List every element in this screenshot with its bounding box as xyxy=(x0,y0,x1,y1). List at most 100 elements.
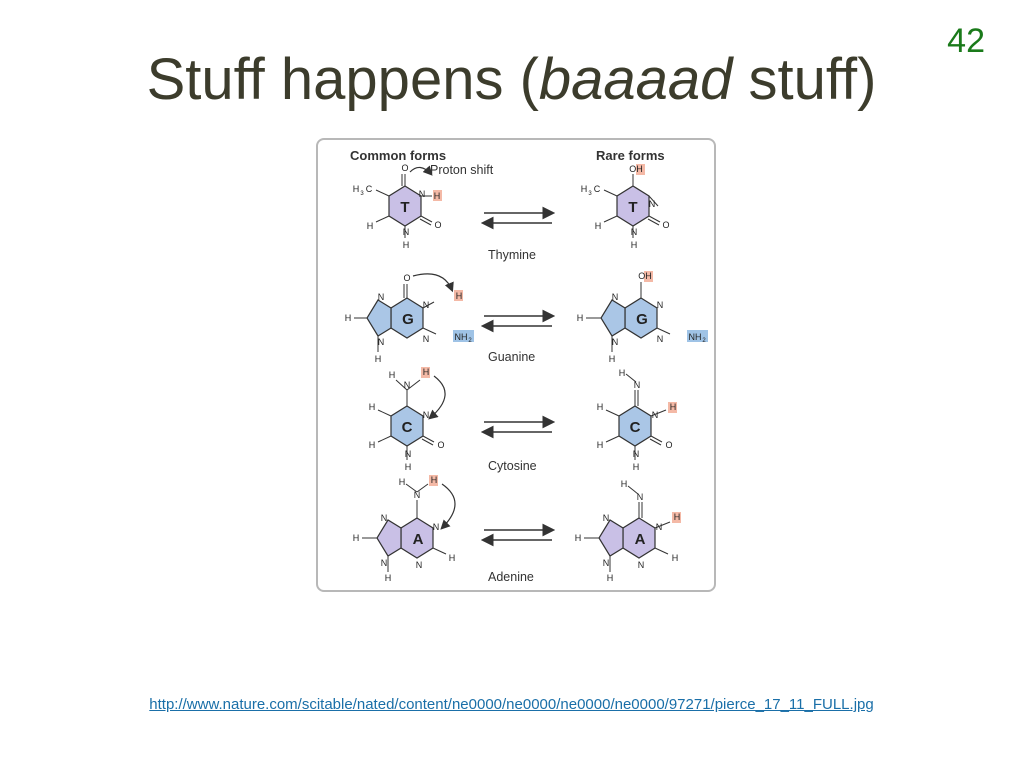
thymine-common-methyl-c: C xyxy=(366,184,373,194)
header-rare-forms: Rare forms xyxy=(596,148,665,163)
thymine-label: Thymine xyxy=(488,248,536,262)
guanine-common-h-shift: H xyxy=(456,291,463,301)
guanine-rare-oh: OH xyxy=(638,271,652,281)
proton-shift-arrow-adenine xyxy=(440,483,456,530)
adenine-rare-structure xyxy=(584,485,681,572)
adenine-common-structure xyxy=(362,475,447,572)
title-suffix: stuff) xyxy=(732,47,877,112)
adenine-rare-imino-h: H xyxy=(621,479,628,489)
adenine-common-h-shift: H xyxy=(431,475,438,485)
guanine-rare-structure xyxy=(586,271,708,352)
source-link[interactable]: http://www.nature.com/scitable/nated/con… xyxy=(149,696,874,713)
title-italic: baaaad xyxy=(538,47,733,112)
adenine-rare-imino-n: N xyxy=(637,492,644,502)
thymine-rare-structure xyxy=(603,164,661,238)
cytosine-equilibrium-arrows xyxy=(480,415,556,439)
guanine-rare-n7: N xyxy=(612,292,619,302)
thymine-rare-oh: OH xyxy=(629,164,643,174)
title-prefix: Stuff happens ( xyxy=(146,47,539,112)
thymine-common-structure xyxy=(375,174,442,238)
thymine-rare-n1: N xyxy=(631,227,638,237)
guanine-common-n3: N xyxy=(423,334,430,344)
cytosine-rare-letter: C xyxy=(630,419,641,436)
cytosine-rare-h1: H xyxy=(633,462,640,472)
adenine-rare-n1: N xyxy=(656,522,663,532)
adenine-common-n1: N xyxy=(433,522,440,532)
guanine-rare-h9: H xyxy=(609,354,616,364)
thymine-common-methyl-sub: 3 xyxy=(360,191,364,197)
guanine-common-nh2-sub: 2 xyxy=(468,338,472,344)
cytosine-common-h-shift: H xyxy=(423,367,430,377)
adenine-common-amino-n: N xyxy=(414,490,421,500)
tautomer-diagram: Common forms Rare forms O N H O N H H H … xyxy=(345,148,708,584)
guanine-common-nh2: NH xyxy=(455,332,468,342)
guanine-rare-n9: N xyxy=(612,337,619,347)
proton-shift-label: Proton shift xyxy=(430,163,494,177)
thymine-common-n1: N xyxy=(403,227,410,237)
cytosine-common-n1: N xyxy=(405,449,412,459)
adenine-rare-n9: N xyxy=(603,558,610,568)
thymine-rare-methyl-h: H xyxy=(581,184,588,194)
cytosine-common-amino-n: N xyxy=(404,380,411,390)
adenine-common-n7: N xyxy=(381,513,388,523)
adenine-common-h8: H xyxy=(353,533,360,543)
thymine-rare-methyl-c: C xyxy=(594,184,601,194)
guanine-rare-nh2-sub: 2 xyxy=(702,338,706,344)
adenine-rare-n3: N xyxy=(638,560,645,570)
guanine-equilibrium-arrows xyxy=(480,309,556,333)
cytosine-common-h6: H xyxy=(369,440,376,450)
cytosine-common-o2: O xyxy=(437,440,444,450)
cytosine-rare-n1: N xyxy=(633,449,640,459)
guanine-common-h9: H xyxy=(375,354,382,364)
thymine-common-letter: T xyxy=(400,199,409,216)
thymine-common-o2: O xyxy=(434,220,441,230)
tautomer-figure: Common forms Rare forms O N H O N H H H … xyxy=(316,138,716,592)
thymine-common-h-shift: H xyxy=(434,191,441,201)
thymine-rare-methyl-sub: 3 xyxy=(588,191,592,197)
thymine-common-methyl-h: H xyxy=(353,184,360,194)
thymine-rare-n3: N xyxy=(649,199,656,209)
adenine-rare-h2: H xyxy=(672,553,679,563)
cytosine-rare-imino-h: H xyxy=(619,368,626,378)
guanine-rare-n3: N xyxy=(657,334,664,344)
cytosine-common-n3: N xyxy=(423,410,430,420)
guanine-common-structure xyxy=(354,284,474,352)
adenine-common-n3: N xyxy=(416,560,423,570)
cytosine-rare-h6: H xyxy=(597,440,604,450)
thymine-common-o: O xyxy=(401,163,408,173)
proton-shift-arrow-guanine xyxy=(412,273,454,293)
cytosine-rare-h5: H xyxy=(597,402,604,412)
thymine-equilibrium-arrows xyxy=(480,206,556,230)
cytosine-rare-h-shift: H xyxy=(670,402,677,412)
adenine-common-letter: A xyxy=(413,531,424,548)
thymine-common-n3: N xyxy=(419,189,426,199)
guanine-common-letter: G xyxy=(402,311,414,328)
header-common-forms: Common forms xyxy=(350,148,446,163)
cytosine-label: Cytosine xyxy=(488,459,537,473)
thymine-rare-h1: H xyxy=(631,240,638,250)
adenine-rare-h8: H xyxy=(575,533,582,543)
adenine-rare-letter: A xyxy=(635,531,646,548)
cytosine-common-letter: C xyxy=(402,419,413,436)
cytosine-common-h5: H xyxy=(369,402,376,412)
thymine-common-h1: H xyxy=(403,240,410,250)
cytosine-rare-o2: O xyxy=(665,440,672,450)
adenine-label: Adenine xyxy=(488,570,534,584)
adenine-common-h2: H xyxy=(449,553,456,563)
guanine-common-n9: N xyxy=(378,337,385,347)
guanine-rare-letter: G xyxy=(636,311,648,328)
cytosine-rare-structure xyxy=(605,373,677,460)
thymine-common-h6: H xyxy=(367,221,374,231)
guanine-common-n7: N xyxy=(378,292,385,302)
cytosine-common-structure xyxy=(377,367,435,460)
proton-shift-arrow-cytosine xyxy=(428,375,446,420)
adenine-rare-h-shift: H xyxy=(674,512,681,522)
cytosine-rare-imino-n: N xyxy=(634,380,641,390)
adenine-rare-h9: H xyxy=(607,573,614,583)
guanine-common-o: O xyxy=(403,273,410,283)
thymine-rare-letter: T xyxy=(628,199,637,216)
adenine-rare-n7: N xyxy=(603,513,610,523)
guanine-label: Guanine xyxy=(488,350,535,364)
cytosine-common-amino-h1: H xyxy=(389,370,396,380)
adenine-common-amino-h1: H xyxy=(399,477,406,487)
